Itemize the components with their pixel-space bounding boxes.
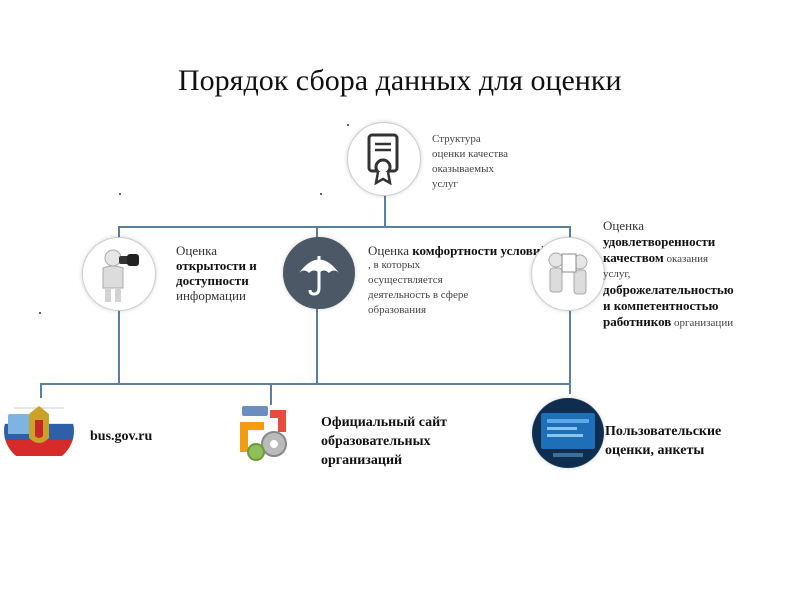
comfort-head: Оценка bbox=[368, 243, 413, 258]
screen-icon bbox=[533, 399, 603, 467]
comfort-line: осуществляется bbox=[368, 274, 443, 286]
openness-node-circle bbox=[82, 237, 156, 311]
satisfaction-line: удовлетворенности bbox=[603, 234, 716, 249]
openness-node-label: Оценка открытости и доступности информац… bbox=[176, 243, 257, 303]
dot bbox=[39, 312, 41, 314]
connector-right-drop bbox=[569, 226, 571, 242]
surveys-line: оценки, анкеты bbox=[605, 443, 705, 458]
top-node-line: оценки качества bbox=[432, 148, 509, 160]
connector-right-down bbox=[569, 306, 571, 394]
site-line: Официальный сайт bbox=[321, 415, 448, 430]
comfort-line: деятельность в сфере bbox=[368, 289, 469, 301]
bus-source-circle bbox=[4, 398, 74, 464]
satisfaction-line: качеством оказания bbox=[603, 250, 734, 267]
openness-line: открытости и bbox=[176, 258, 257, 273]
site-line: организаций bbox=[321, 453, 403, 468]
site-line: образовательных bbox=[321, 434, 431, 449]
site-source-label: Официальный сайт образовательных организ… bbox=[321, 413, 447, 470]
domain-gears-icon bbox=[240, 406, 287, 461]
connector-top-vertical bbox=[384, 195, 386, 227]
connector-center-down bbox=[316, 306, 318, 384]
surveys-source-circle bbox=[532, 398, 604, 468]
certificate-icon bbox=[367, 133, 399, 186]
connector-bottom-horizontal bbox=[40, 383, 277, 385]
satisfaction-line: работников организации bbox=[603, 314, 734, 331]
satisfaction-line: доброжелательностью bbox=[603, 282, 734, 297]
satisfaction-rest: оказания bbox=[663, 253, 709, 265]
comfort-line: , в которых bbox=[368, 259, 421, 271]
surveys-line: Пользовательские bbox=[605, 424, 722, 439]
connector-bottom-horizontal-2 bbox=[270, 383, 571, 385]
bus-source-label: bus.gov.ru bbox=[90, 429, 153, 444]
comfort-node-label: Оценка комфортности условий , в которых … bbox=[368, 243, 548, 318]
surveys-source-label: Пользовательские оценки, анкеты bbox=[605, 422, 721, 460]
openness-line: Оценка bbox=[176, 243, 217, 258]
satisfaction-bold: качеством bbox=[603, 250, 664, 265]
top-node-line: оказываемых bbox=[432, 163, 494, 175]
top-node-line: услуг bbox=[432, 178, 458, 190]
russian-emblem-icon bbox=[4, 406, 74, 456]
satisfaction-rest: организации bbox=[671, 317, 734, 329]
openness-line: доступности bbox=[176, 273, 249, 288]
satisfaction-node-label: Оценка удовлетворенности качеством оказа… bbox=[603, 218, 734, 331]
dot bbox=[347, 124, 349, 126]
comfort-node-circle bbox=[283, 237, 355, 309]
page-title: Порядок сбора данных для оценки bbox=[178, 64, 622, 97]
person-binoculars-icon bbox=[102, 249, 139, 302]
connector-bus-drop bbox=[40, 383, 42, 405]
dot bbox=[119, 193, 121, 195]
comfort-bold: комфортности условий bbox=[412, 243, 548, 258]
satisfaction-bold: работников bbox=[603, 314, 672, 329]
satisfaction-node-circle bbox=[531, 237, 605, 311]
top-node-label: Структура оценки качества оказываемых ус… bbox=[432, 132, 508, 192]
comfort-line: образования bbox=[368, 304, 427, 316]
comfort-line: Оценка комфортности условий bbox=[368, 243, 548, 258]
satisfaction-line: услуг, bbox=[603, 268, 631, 280]
openness-line: информации bbox=[176, 288, 246, 303]
connector-left-drop bbox=[118, 226, 120, 242]
top-node-line: Структура bbox=[432, 133, 481, 145]
dot bbox=[320, 193, 322, 195]
connector-left-down bbox=[118, 306, 120, 384]
connector-site-drop bbox=[270, 383, 272, 405]
satisfaction-line: и компетентностью bbox=[603, 298, 719, 313]
top-node-circle bbox=[347, 122, 421, 196]
connector-top-horizontal bbox=[118, 226, 571, 228]
umbrella-icon bbox=[299, 256, 339, 296]
site-source-graphic bbox=[234, 402, 296, 464]
connector-center-drop bbox=[316, 226, 318, 242]
satisfaction-line: Оценка bbox=[603, 218, 644, 233]
people-document-icon bbox=[548, 252, 588, 295]
